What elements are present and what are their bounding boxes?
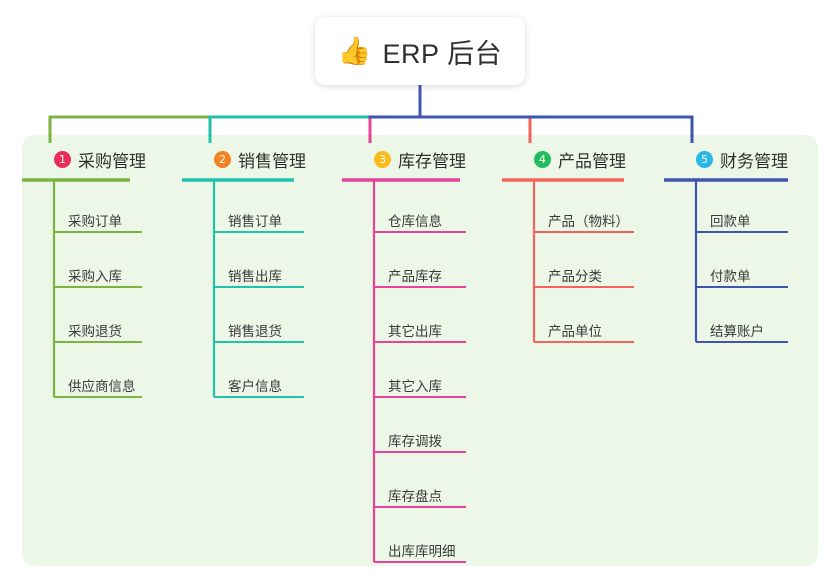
leaf-node[interactable]: 库存调拨 [358,401,466,456]
branch-children: 产品（物料） 产品分类产品单位 [518,181,629,346]
branch-1[interactable]: 1 采购管理采购订单采购入库采购退货供应商信息 [38,146,146,401]
leaf-label: 销售订单 [228,214,282,229]
branch-title: 库存管理 [398,151,466,171]
leaf-label: 付款单 [710,269,751,284]
leaf-label: 销售出库 [228,269,282,284]
leaf-label: 其它出库 [388,324,442,339]
branch-header-3[interactable]: 3 库存管理 [358,146,466,172]
leaf-label: 库存调拨 [388,434,442,449]
leaf-node[interactable]: 产品单位 [518,291,626,346]
leaf-label: 库存盘点 [388,489,442,504]
branch-title: 产品管理 [558,151,626,171]
leaf-label: 销售退货 [228,324,282,339]
leaf-label: 采购订单 [68,214,122,229]
leaf-node[interactable]: 库存盘点 [358,456,466,511]
leaf-node[interactable]: 出库库明细 [358,511,466,566]
branch-children: 仓库信息产品库存其它出库其它入库库存调拨库存盘点出库库明细 [358,181,466,566]
leaf-node[interactable]: 其它出库 [358,291,466,346]
branch-number-badge: 5 [696,150,713,168]
leaf-node[interactable]: 销售出库 [198,236,306,291]
leaf-node[interactable]: 销售订单 [198,181,306,236]
leaf-node[interactable]: 销售退货 [198,291,306,346]
branch-2[interactable]: 2 销售管理销售订单销售出库销售退货客户信息 [198,146,306,401]
leaf-label: 回款单 [710,214,751,229]
leaf-label: 采购入库 [68,269,122,284]
branch-children: 采购订单采购入库采购退货供应商信息 [38,181,146,401]
diagram-background-panel [22,135,818,566]
leaf-label: 客户信息 [228,379,282,394]
leaf-node[interactable]: 仓库信息 [358,181,466,236]
leaf-node[interactable]: 客户信息 [198,346,306,401]
branch-header-2[interactable]: 2 销售管理 [198,146,306,172]
leaf-node[interactable]: 回款单 [680,181,788,236]
leaf-label: 产品分类 [548,269,602,284]
branch-title: 采购管理 [78,151,146,171]
leaf-label: 仓库信息 [388,214,442,229]
leaf-node[interactable]: 付款单 [680,236,788,291]
branch-header-1[interactable]: 1 采购管理 [38,146,146,172]
leaf-label: 采购退货 [68,324,122,339]
leaf-node[interactable]: 产品分类 [518,236,626,291]
leaf-label: 结算账户 [710,324,764,339]
branch-children: 回款单付款单结算账户 [680,181,788,346]
leaf-label: 出库库明细 [388,544,456,559]
branch-4[interactable]: 4 产品管理产品（物料） 产品分类产品单位 [518,146,629,346]
branch-header-4[interactable]: 4 产品管理 [518,146,626,172]
branch-number-badge: 1 [54,150,71,168]
root-node[interactable]: 👍 ERP 后台 [315,17,525,85]
branch-children: 销售订单销售出库销售退货客户信息 [198,181,306,401]
leaf-node[interactable]: 产品库存 [358,236,466,291]
leaf-node[interactable]: 结算账户 [680,291,788,346]
leaf-node[interactable]: 其它入库 [358,346,466,401]
leaf-label: 产品（物料） [548,214,629,229]
branch-3[interactable]: 3 库存管理仓库信息产品库存其它出库其它入库库存调拨库存盘点出库库明细 [358,146,466,566]
branch-number-badge: 2 [214,150,231,168]
branch-title: 销售管理 [238,151,306,171]
branch-number-badge: 4 [534,150,551,168]
branch-title: 财务管理 [720,151,788,171]
leaf-label: 产品库存 [388,269,442,284]
branch-number-badge: 3 [374,150,391,168]
leaf-label: 供应商信息 [68,379,136,394]
leaf-label: 产品单位 [548,324,602,339]
branch-header-5[interactable]: 5 财务管理 [680,146,788,172]
leaf-node[interactable]: 产品（物料） [518,181,629,236]
leaf-node[interactable]: 采购退货 [38,291,146,346]
leaf-node[interactable]: 供应商信息 [38,346,146,401]
branch-5[interactable]: 5 财务管理回款单付款单结算账户 [680,146,788,346]
root-title: ERP 后台 [382,38,503,69]
thumbs-up-icon: 👍 [337,35,372,67]
leaf-node[interactable]: 采购入库 [38,236,146,291]
leaf-label: 其它入库 [388,379,442,394]
leaf-node[interactable]: 采购订单 [38,181,146,236]
